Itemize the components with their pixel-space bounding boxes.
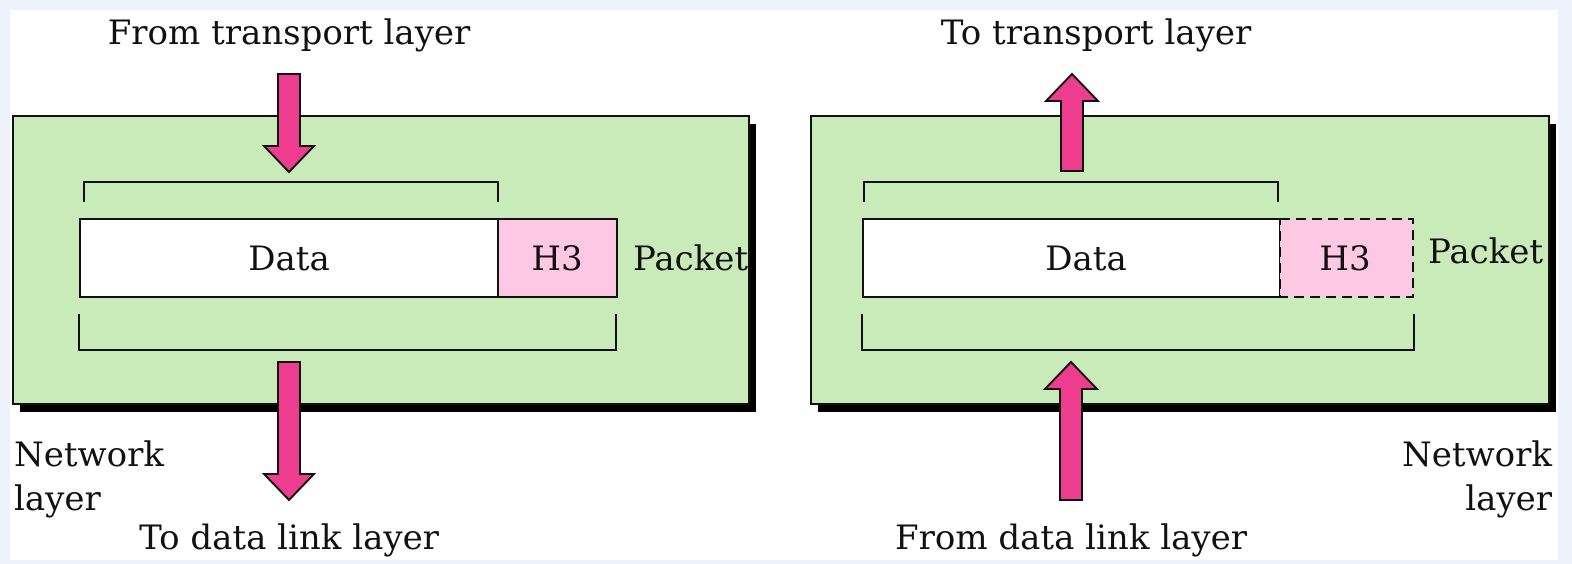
receiver-header-label: H3	[1319, 239, 1370, 279]
diagram-canvas: From transport layer Data H3 Packet Netw…	[10, 10, 1558, 560]
sender-side: From transport layer Data H3 Packet Netw…	[12, 13, 756, 558]
receiver-bottom-label: From data link layer	[895, 518, 1248, 558]
sender-bottom-label: To data link layer	[139, 518, 440, 558]
receiver-packet-bracket	[861, 314, 1415, 351]
receiver-data-box	[862, 218, 1281, 298]
network-layer-encapsulation-diagram: From transport layer Data H3 Packet Netw…	[12, 13, 1556, 558]
up-arrow-to-transport-icon	[1043, 72, 1101, 172]
up-arrow-from-data-link-icon	[1042, 360, 1100, 501]
down-arrow-from-transport-icon	[261, 73, 317, 174]
sender-data-bracket	[83, 181, 499, 202]
down-arrow-to-data-link-icon	[261, 361, 317, 502]
sender-data-label: Data	[248, 239, 329, 279]
receiver-layer-label-line2: layer	[1465, 479, 1552, 519]
receiver-header-box	[1279, 218, 1414, 298]
sender-header-label: H3	[531, 239, 582, 279]
receiver-side: To transport layer Data H3 Packet Networ…	[810, 13, 1556, 558]
receiver-packet-label: Packet	[1428, 232, 1543, 272]
sender-packet-bracket	[78, 314, 617, 351]
receiver-data-bracket	[863, 181, 1279, 202]
sender-packet-label: Packet	[633, 239, 748, 279]
sender-top-label: From transport layer	[108, 13, 471, 53]
receiver-layer-label-line1: Network	[1402, 435, 1552, 475]
sender-layer-label-line1: Network	[14, 435, 164, 475]
sender-layer-label-line2: layer	[14, 479, 101, 519]
receiver-data-label: Data	[1045, 239, 1126, 279]
sender-data-box	[79, 218, 499, 298]
sender-header-box	[497, 218, 618, 298]
receiver-top-label: To transport layer	[941, 13, 1252, 53]
